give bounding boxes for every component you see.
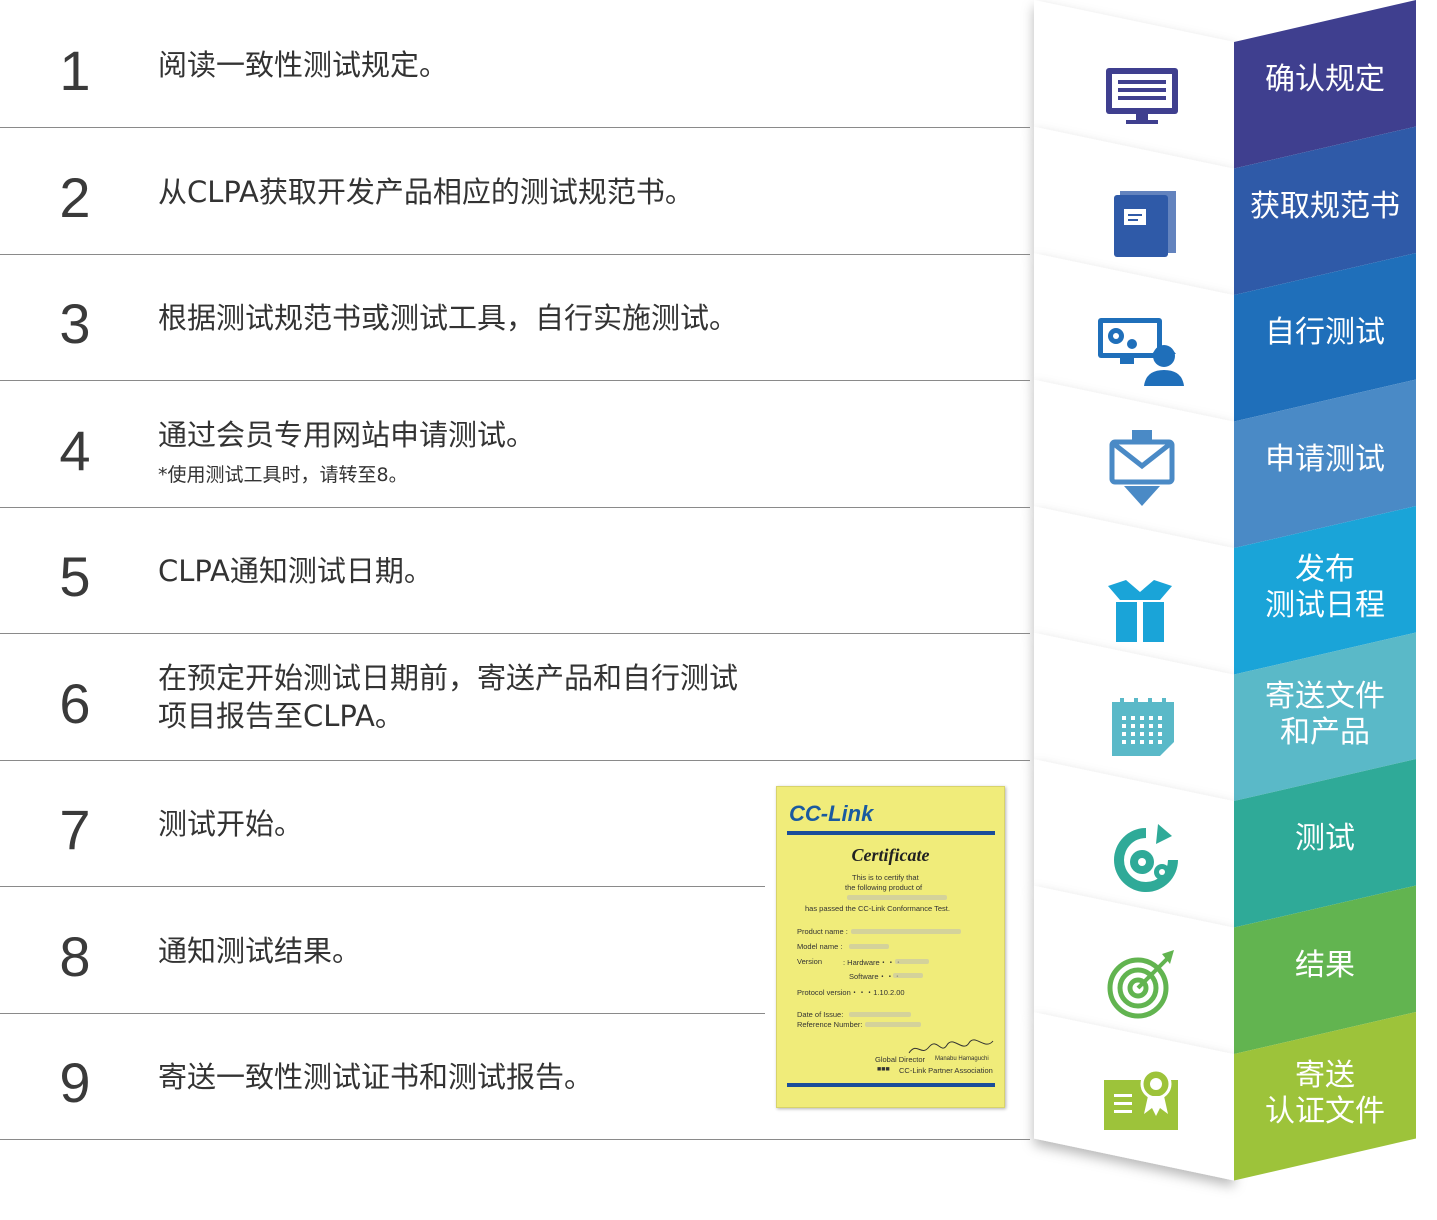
stage-label-line-2: 测试日程 — [1265, 588, 1385, 623]
step-number: 4 — [59, 418, 91, 482]
step-divider — [0, 886, 765, 887]
step-number: 9 — [59, 1051, 91, 1114]
step-divider — [0, 759, 1030, 761]
stage-label-line-2: 认证文件 — [1265, 1094, 1385, 1129]
target-icon — [1107, 950, 1174, 1019]
step-number: 7 — [59, 798, 91, 861]
stage-color-tab — [1234, 1012, 1416, 1181]
redacted-hardware — [895, 959, 929, 964]
certificate-line-2: the following product of — [845, 883, 923, 892]
step-number: 1 — [59, 39, 91, 102]
certificate-reference: Reference Number: — [797, 1020, 863, 1029]
certificate-top-bar — [787, 831, 995, 835]
certificate-date: Date of Issue: — [797, 1010, 844, 1019]
step-text: 在预定开始测试日期前，寄送产品和自行测试 — [158, 660, 739, 695]
certificate-award-icon — [1104, 1068, 1178, 1130]
stage-label: 寄送文件 — [1265, 678, 1385, 714]
stage-label: 确认规定 — [1265, 62, 1385, 97]
calendar-icon — [1112, 698, 1174, 756]
certificate-model-name: Model name : — [797, 942, 843, 951]
stage-color-tab — [1234, 759, 1416, 928]
redacted-model — [849, 944, 889, 949]
stage-chevron-band — [1034, 759, 1234, 928]
certificate-bottom-bar — [787, 1083, 995, 1087]
step-text: 通知测试结果。 — [158, 933, 362, 968]
certificate-title: Certificate — [851, 845, 930, 865]
stage-color-tab — [1234, 632, 1416, 801]
stage-label: 获取规范书 — [1250, 188, 1400, 224]
book-icon — [1114, 191, 1176, 257]
cc-link-logo: CC-Link — [789, 801, 874, 826]
certificate-product-name: Product name : — [797, 927, 848, 936]
step-divider — [0, 1012, 765, 1014]
signature-image — [908, 1039, 994, 1054]
certificate-protocol: Protocol version・・・1.10.2.00 — [797, 988, 905, 997]
certificate-software: Software・・・ — [849, 972, 902, 981]
stage-label: 发布 — [1295, 552, 1355, 587]
step-divider — [0, 506, 1030, 508]
redacted-date — [849, 1012, 911, 1017]
step-number: 2 — [59, 165, 91, 229]
step-number: 8 — [59, 924, 91, 988]
step-text: 阅读一致性测试规定。 — [158, 48, 449, 82]
certificate-line-3: has passed the CC-Link Conformance Test. — [805, 904, 950, 913]
step-number: 5 — [59, 545, 91, 608]
certificate-director: Global Director — [875, 1055, 926, 1064]
stage-color-tab — [1234, 379, 1416, 548]
stage-color-tab — [1234, 0, 1416, 169]
step-divider — [0, 127, 1030, 128]
clpa-logo-icon: ■■■ — [877, 1066, 890, 1073]
redacted-product — [851, 929, 961, 934]
step-text: 通过会员专用网站申请测试。 — [158, 417, 536, 452]
stage-color-tab — [1234, 253, 1416, 422]
redacted-company — [847, 895, 947, 900]
redacted-reference — [865, 1022, 921, 1027]
stage-label: 寄送 — [1295, 1058, 1355, 1093]
step-number: 6 — [59, 671, 91, 735]
step-text: 根据测试规范书或测试工具，自行实施测试。 — [158, 301, 739, 335]
gear-cycle-icon — [1114, 824, 1178, 892]
step-divider — [0, 1139, 1030, 1140]
step-divider — [0, 633, 1030, 634]
stage-label: 结果 — [1295, 947, 1355, 983]
stage-color-tab — [1234, 885, 1416, 1054]
certificate-line-1: This is to certify that — [852, 873, 919, 882]
certificate-association: CC-Link Partner Association — [899, 1066, 993, 1075]
stage-color-tab — [1234, 126, 1416, 295]
stage-label-line-2: 和产品 — [1280, 714, 1370, 750]
redacted-software — [893, 973, 923, 978]
certificate-hardware: : Hardware・・・ — [843, 958, 903, 967]
step-divider — [0, 253, 1030, 255]
step-divider — [0, 380, 1030, 381]
stage-label: 测试 — [1295, 821, 1355, 856]
step-note: *使用测试工具时，请转至8。 — [158, 463, 408, 486]
open-box-icon — [1108, 580, 1172, 642]
step-text: 从CLPA获取开发产品相应的测试规范书。 — [158, 174, 694, 209]
certificate-version: Version — [797, 957, 823, 966]
stage-label: 自行测试 — [1265, 315, 1385, 350]
mail-download-icon — [1109, 430, 1175, 506]
stage-label: 申请测试 — [1265, 441, 1385, 477]
step-text: 寄送一致性测试证书和测试报告。 — [158, 1060, 594, 1094]
step-text: CLPA通知测试日期。 — [158, 554, 433, 588]
step-text-line-2: 项目报告至CLPA。 — [158, 698, 404, 733]
step-number: 3 — [59, 292, 91, 355]
stage-color-tab — [1234, 506, 1416, 675]
step-text: 测试开始。 — [158, 807, 304, 841]
certificate-image: CC-Link Certificate This is to certify t… — [776, 786, 1005, 1108]
certificate-director-name: Manabu Hamaguchi — [935, 1056, 989, 1062]
monitor-document-icon — [1106, 68, 1178, 124]
engineer-gear-monitor-icon — [1098, 318, 1184, 386]
